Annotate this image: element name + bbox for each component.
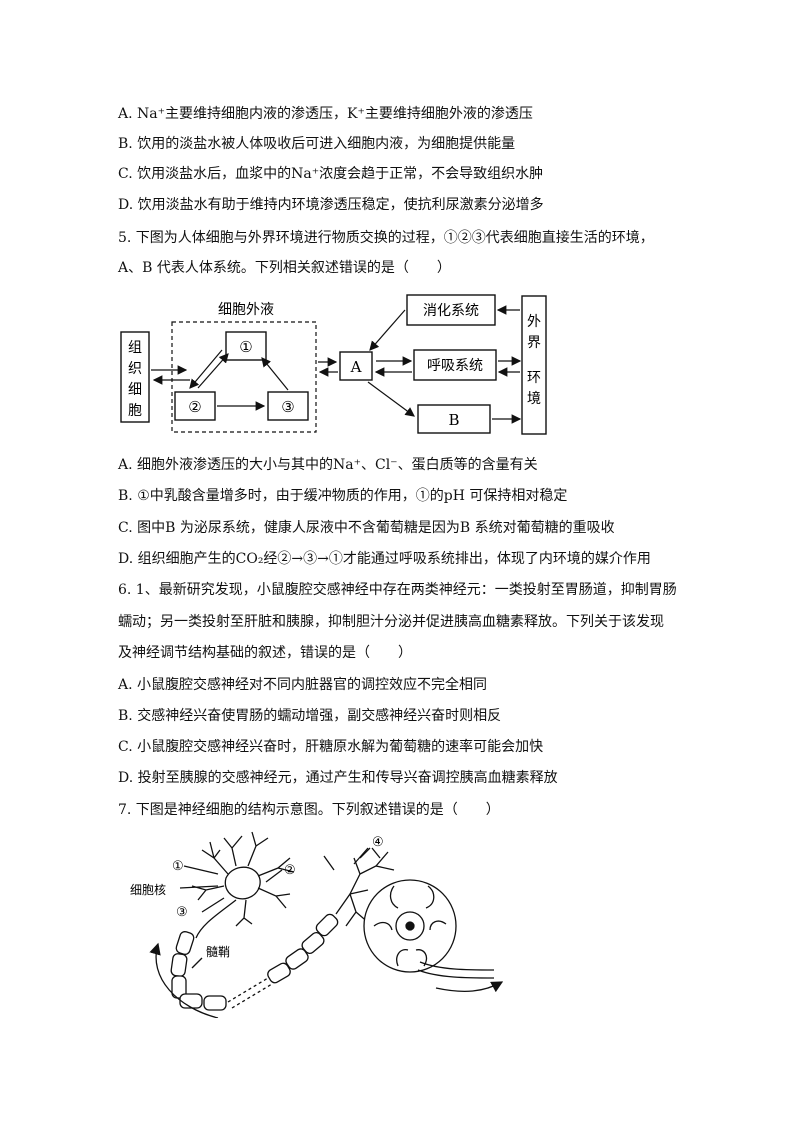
label-nucleus: 细胞核 [130,883,166,897]
tissue-cell-box [120,331,150,423]
label-1: ① [172,859,184,874]
q4-option-d: D. 饮用淡盐水有助于维持内环境渗透压稳定，使抗利尿激素分泌增多 [118,197,544,213]
external-char: 环 [527,370,541,386]
q6-stem-line3: 及神经调节结构基础的叙述，错误的是（ ） [118,645,412,661]
q6-stem-line1: 6. 1、最新研究发现，小鼠腹腔交感神经中存在两类神经元：一类投射至胃肠道，抑制… [118,582,677,598]
q6-option-d: D. 投射至胰腺的交感神经元，通过产生和传导兴奋调控胰高血糖素释放 [118,770,558,786]
q6-option-a: A. 小鼠腹腔交感神经对不同内脏器官的调控效应不完全相同 [118,677,488,693]
q7-stem: 7. 下图是神经细胞的结构示意图。下列叙述错误的是（ ） [118,802,500,818]
q5-option-d: D. 组织细胞产生的CO₂经②→③→①才能通过呼吸系统排出，体现了内环境的媒介作… [118,551,651,567]
box-b: B [448,411,459,429]
label-2: ② [284,863,296,878]
label-4: ④ [372,835,384,850]
q5-stem-line1: 5. 下图为人体细胞与外界环境进行物质交换的过程，①②③代表细胞直接生活的环境， [118,230,654,246]
external-char: 界 [527,335,541,351]
box-a: A [350,358,362,376]
tissue-cell-char: 胞 [128,403,142,419]
tissue-cell-char: 织 [128,361,142,377]
q6-option-b: B. 交感神经兴奋使胃肠的蠕动增强，副交感神经兴奋时则相反 [118,708,502,724]
q4-option-c: C. 饮用淡盐水后，血浆中的Na⁺浓度会趋于正常，不会导致组织水肿 [118,166,544,182]
q4-option-b: B. 饮用的淡盐水被人体吸收后可进入细胞内液，为细胞提供能量 [118,136,516,152]
digestive-system-box: 消化系统 [423,303,479,319]
respiratory-system-box: 呼吸系统 [427,358,483,374]
label-3: ③ [176,905,188,920]
external-char: 境 [527,391,541,407]
q5-option-a: A. 细胞外液渗透压的大小与其中的Na⁺、Cl⁻、蛋白质等的含量有关 [118,457,538,473]
neuron-diagram: ① ② ③ ④ 细胞核 髓鞘 [130,831,504,1018]
q5-option-c: C. 图中B 为泌尿系统，健康人尿液中不含葡萄糖是因为B 系统对葡萄糖的重吸收 [118,520,615,536]
tissue-cell-char: 组 [128,340,142,356]
box-circle3: ③ [281,398,294,416]
extracellular-label: 细胞外液 [218,302,274,318]
external-char: 外 [527,314,541,330]
label-myelin: 髓鞘 [206,945,230,959]
q6-stem-line2: 蠕动；另一类投射至肝脏和胰腺，抑制胆汁分泌并促进胰高血糖素释放。下列关于该发现 [118,614,664,630]
box-circle2: ② [188,398,201,416]
exchange-diagram: 组 织 细 胞 细胞外液 ① ② ③ A 消化系统 呼吸系统 B 外 界 环 境 [120,294,547,435]
q4-option-a: A. Na⁺主要维持细胞内液的渗透压，K⁺主要维持细胞外液的渗透压 [118,106,533,122]
q5-stem-line2: A、B 代表人体系统。下列相关叙述错误的是（ ） [118,260,451,276]
box-circle1: ① [239,338,252,356]
extracellular-region [171,321,317,433]
tissue-cell-char: 细 [128,382,142,398]
q5-option-b: B. ①中乳酸含量增多时，由于缓冲物质的作用，①的pH 可保持相对稳定 [118,488,568,504]
q6-option-c: C. 小鼠腹腔交感神经兴奋时，肝糖原水解为葡萄糖的速率可能会加快 [118,739,544,755]
